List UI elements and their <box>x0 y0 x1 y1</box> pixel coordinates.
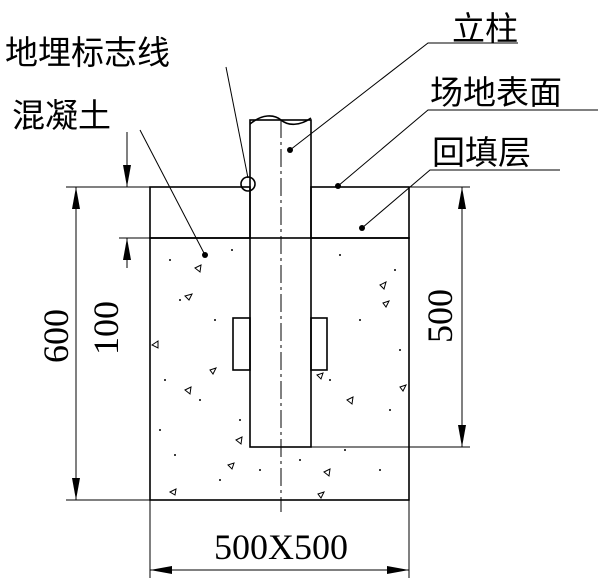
concrete-aggregate <box>151 264 407 499</box>
dim-100-arrow-bottom <box>123 238 131 260</box>
label-concrete: 混凝土 <box>12 96 111 135</box>
dim-600-arrow-top <box>72 187 80 209</box>
backfill-layer-right <box>310 186 410 239</box>
dim-500-arrow-bottom <box>458 425 466 447</box>
dim-600-label: 600 <box>36 309 76 363</box>
anchor-plate-left <box>232 317 251 371</box>
anchor-plate-right <box>310 317 328 371</box>
label-site-surface: 场地表面 <box>430 73 562 112</box>
dim-600 <box>66 186 150 501</box>
dim-100-label: 100 <box>86 301 126 355</box>
dim-600-arrow-bottom <box>72 478 80 500</box>
label-post: 立柱 <box>452 9 518 48</box>
dim-500x500-arrow-right <box>387 566 409 574</box>
dim-500x500-label: 500X500 <box>214 527 348 567</box>
dim-500-arrow-top <box>458 187 466 209</box>
label-backfill: 回填层 <box>432 133 531 172</box>
leader-lines <box>139 42 598 256</box>
dim-500-label: 500 <box>420 289 460 343</box>
label-marker-line: 地埋标志线 <box>5 33 170 72</box>
backfill-layer-left <box>149 186 251 239</box>
concrete-speckles <box>159 249 401 481</box>
concrete-footing <box>149 237 410 501</box>
marker-line-symbol <box>240 176 256 192</box>
dim-500x500 <box>149 500 410 578</box>
dim-500 <box>311 186 470 448</box>
dim-500x500-arrow-left <box>150 566 172 574</box>
leader-dots <box>202 147 365 258</box>
dim-100 <box>119 132 150 268</box>
dim-100-arrow-top <box>123 165 131 187</box>
